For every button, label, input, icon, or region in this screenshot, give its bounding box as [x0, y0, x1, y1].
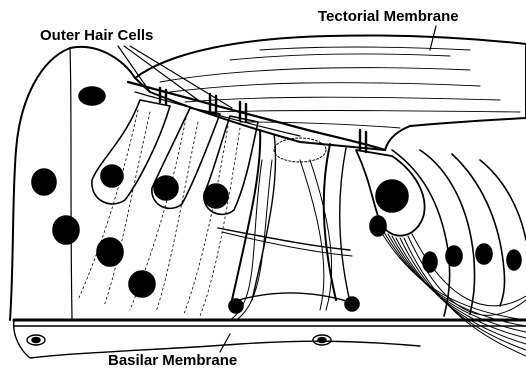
nucleus — [229, 299, 243, 313]
nucleus — [376, 180, 408, 212]
tunnel-of-corti — [218, 130, 359, 313]
basilar-membrane — [14, 320, 526, 358]
nucleus — [476, 244, 492, 264]
nucleus — [507, 250, 521, 270]
outer-hair-cells-label: Outer Hair Cells — [40, 27, 153, 44]
basilar-membrane-label: Basilar Membrane — [108, 352, 237, 369]
nucleus — [446, 246, 462, 266]
nucleus — [32, 169, 56, 195]
nucleus — [154, 176, 178, 200]
nucleus — [370, 216, 386, 236]
nucleus — [129, 271, 155, 297]
nucleus — [204, 184, 228, 208]
left-supporting-cells — [10, 47, 155, 320]
outer-hair-cells — [78, 100, 258, 316]
nucleus — [345, 297, 359, 311]
tectorial-membrane-label: Tectorial Membrane — [318, 8, 459, 25]
nucleus — [79, 87, 105, 105]
tectorial-membrane — [135, 35, 526, 150]
nucleus — [53, 216, 79, 244]
